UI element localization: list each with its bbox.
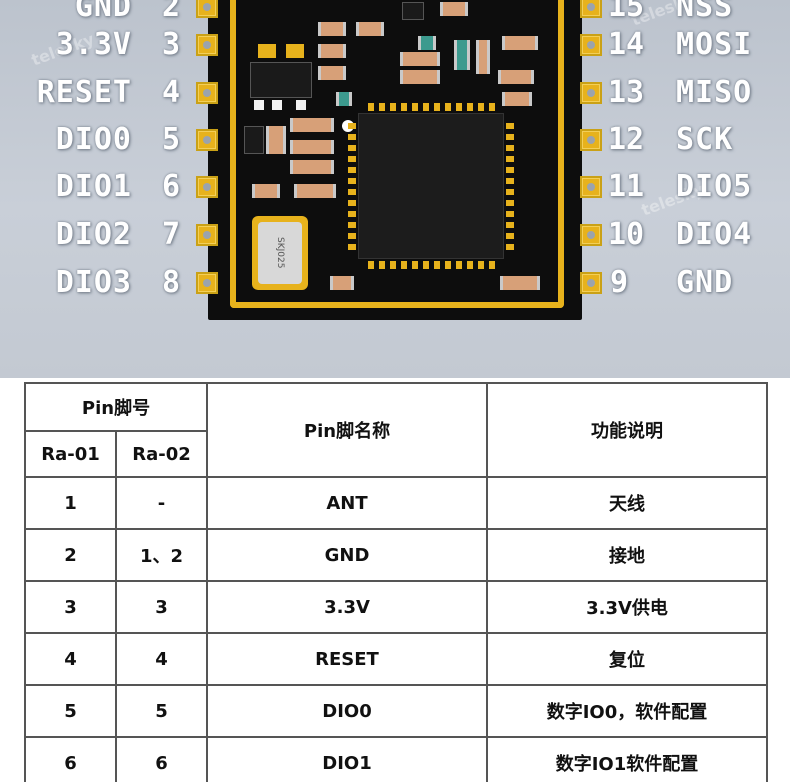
right-pin-number: 13	[608, 75, 645, 110]
right-pin-number: 14	[608, 27, 645, 62]
cell-desc: 数字IO0，软件配置	[486, 684, 768, 738]
pin-pad	[580, 0, 602, 18]
right-pin-number: 11	[608, 169, 645, 204]
cell-ra02: 5	[115, 684, 208, 738]
pin-pad	[580, 129, 602, 151]
cell-name: ANT	[206, 476, 488, 530]
cell-desc: 3.3V供电	[486, 580, 768, 634]
left-pin-number: 3	[162, 27, 181, 62]
left-pin-number: 6	[162, 169, 181, 204]
pin-pad	[196, 176, 218, 198]
sx127x-transceiver-chip	[358, 113, 504, 259]
left-pin-label: GND	[74, 0, 132, 24]
pin-pad	[580, 34, 602, 56]
left-pin-label: DIO1	[55, 169, 132, 204]
left-pin-label: RESET	[36, 75, 132, 110]
crystal-oscillator: SKJ025	[252, 216, 308, 290]
header-pin-name: Pin脚名称	[206, 382, 488, 478]
right-pin-label: NSS	[676, 0, 734, 24]
cell-ra01: 3	[24, 580, 117, 634]
cell-ra01: 4	[24, 632, 117, 686]
right-pin-number: 9	[610, 265, 629, 300]
pin-pad	[580, 176, 602, 198]
left-pin-label: DIO3	[55, 265, 132, 300]
left-pin-label: 3.3V	[55, 27, 132, 62]
cell-name: DIO0	[206, 684, 488, 738]
header-ra02: Ra-02	[115, 430, 208, 478]
right-pin-label: GND	[676, 265, 734, 300]
cell-ra01: 2	[24, 528, 117, 582]
pin-pad	[196, 34, 218, 56]
cell-desc: 接地	[486, 528, 768, 582]
cell-name: 3.3V	[206, 580, 488, 634]
pin-pad	[196, 0, 218, 18]
right-pin-number: 10	[608, 217, 645, 252]
cell-name: DIO1	[206, 736, 488, 782]
pin-pad	[580, 224, 602, 246]
pin-pad	[196, 82, 218, 104]
header-ra01: Ra-01	[24, 430, 117, 478]
antenna-ground-trace	[230, 0, 564, 308]
pin-pad	[196, 272, 218, 294]
right-pin-label: DIO4	[676, 217, 753, 252]
right-pin-label: MISO	[676, 75, 753, 110]
cell-ra01: 1	[24, 476, 117, 530]
pin-pad	[196, 224, 218, 246]
regulator-chip	[250, 62, 312, 98]
pin-pad	[580, 82, 602, 104]
right-pin-number: 12	[608, 122, 645, 157]
cell-ra01: 5	[24, 684, 117, 738]
left-pin-number: 7	[162, 217, 181, 252]
right-pin-label: MOSI	[676, 27, 753, 62]
cell-ra02: 6	[115, 736, 208, 782]
right-pin-number: 15	[608, 0, 645, 24]
right-pin-label: DIO5	[676, 169, 753, 204]
cell-ra02: 1、2	[115, 528, 208, 582]
left-pin-number: 5	[162, 122, 181, 157]
left-pin-label: DIO2	[55, 217, 132, 252]
cell-name: RESET	[206, 632, 488, 686]
header-pin-number: Pin脚号	[24, 382, 208, 432]
cell-ra02: 4	[115, 632, 208, 686]
left-pin-number: 4	[162, 75, 181, 110]
left-pin-label: DIO0	[55, 122, 132, 157]
header-function: 功能说明	[486, 382, 768, 478]
cell-ra01: 6	[24, 736, 117, 782]
cell-ra02: 3	[115, 580, 208, 634]
pin-pad	[580, 272, 602, 294]
left-pin-number: 8	[162, 265, 181, 300]
cell-ra02: -	[115, 476, 208, 530]
pin-pad	[196, 129, 218, 151]
cell-name: GND	[206, 528, 488, 582]
cell-desc: 天线	[486, 476, 768, 530]
crystal-marking: SKJ025	[258, 222, 302, 284]
cell-desc: 数字IO1软件配置	[486, 736, 768, 782]
right-pin-label: SCK	[676, 122, 734, 157]
left-pin-number: 2	[162, 0, 181, 24]
cell-desc: 复位	[486, 632, 768, 686]
